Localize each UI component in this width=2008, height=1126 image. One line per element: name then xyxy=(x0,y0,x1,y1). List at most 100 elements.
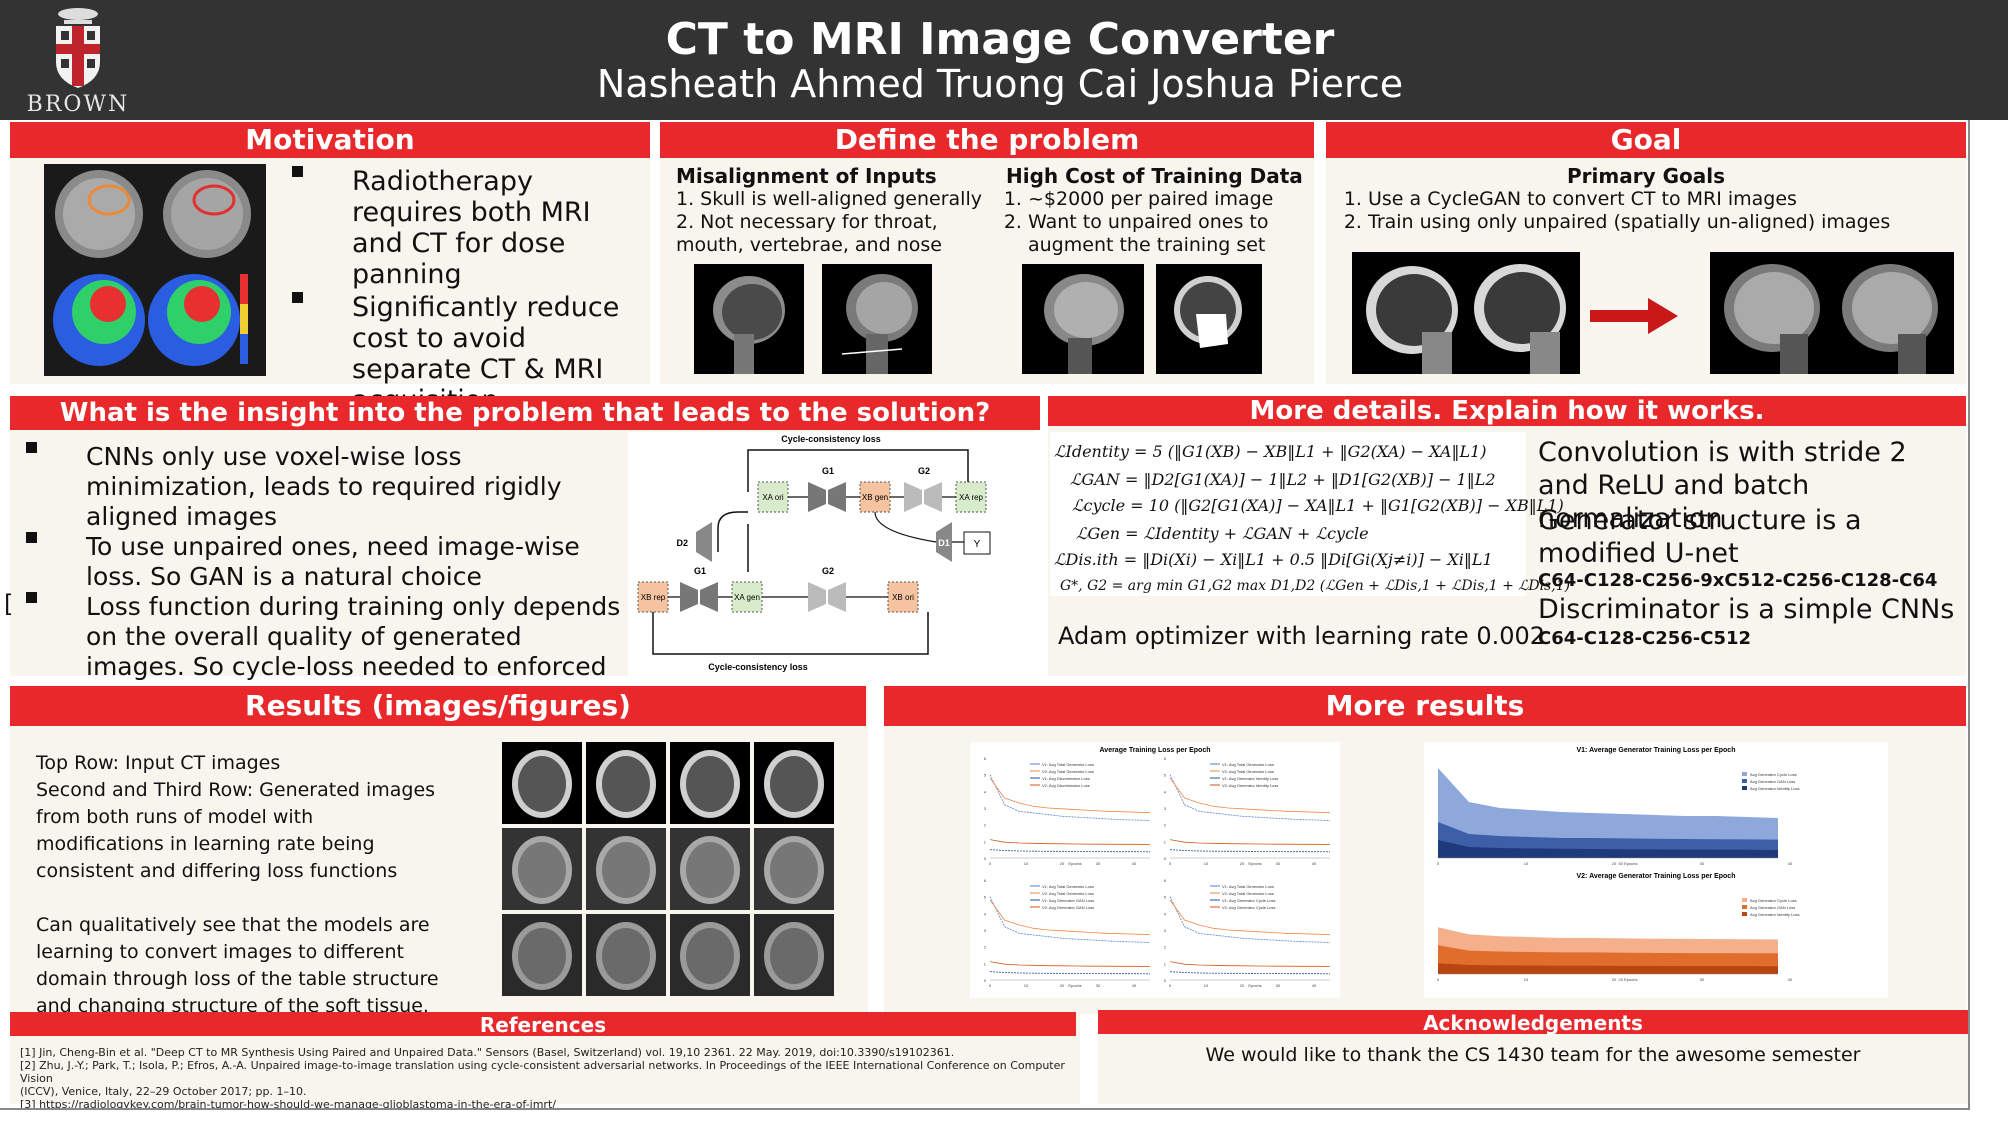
x-tick-label: 20 xyxy=(1612,861,1617,866)
y-tick-label: 3 xyxy=(1164,806,1167,811)
y-tick-label: 2 xyxy=(1164,823,1167,828)
x-tick-label: 20 xyxy=(1060,983,1065,988)
y-tick-label: 0 xyxy=(1164,856,1167,861)
y-tick-label: 5 xyxy=(1164,773,1167,778)
acknowledgements-text: We would like to thank the CS 1430 team … xyxy=(1205,1044,1861,1066)
y-tick-label: 4 xyxy=(984,911,987,916)
cost-item: ~$2000 per paired image xyxy=(1028,188,1308,211)
arrow-right-icon xyxy=(1590,298,1678,334)
optimizer-text: Adam optimizer with learning rate 0.002 xyxy=(1058,622,1546,650)
misalignment-title: Misalignment of Inputs xyxy=(676,164,937,188)
x-tick-label: 10 xyxy=(1024,983,1029,988)
loss-series-line xyxy=(989,896,1151,943)
ct-sagittal-image xyxy=(694,264,804,374)
generator-text: Generator structure is a modified U-net xyxy=(1538,505,1862,569)
x-axis-label: Epochs xyxy=(1248,983,1261,988)
result-slice-image xyxy=(670,742,750,824)
g1-lower-label: G1 xyxy=(694,566,706,576)
cyclegan-diagram: Cycle-consistency loss XA ori G1 XB gen … xyxy=(628,432,1034,676)
equations-box xyxy=(1050,432,1526,596)
loss-series-line xyxy=(989,961,1151,967)
conv-text: Convolution is with stride 2 and ReLU an… xyxy=(1538,437,1907,534)
goal-item: Train using only unpaired (spatially un-… xyxy=(1368,211,1958,234)
cost-item: Want to unpaired ones to augment the tra… xyxy=(1028,211,1308,257)
mri-sagittal-image xyxy=(822,264,932,374)
xa-ori-node xyxy=(757,481,789,513)
acknowledgements-heading: Acknowledgements xyxy=(1098,1010,1968,1035)
mri-sample-image xyxy=(1022,264,1144,374)
xb-rep-label: XB rep xyxy=(641,593,666,602)
results-line: Top Row: Input CT images xyxy=(36,752,281,774)
x-tick-label: 10 xyxy=(1204,983,1209,988)
equation-gen: ℒGen = ℒIdentity + ℒGAN + ℒcycle xyxy=(1076,524,1369,543)
goal-heading: Goal xyxy=(1326,122,1966,158)
poster-right-edge xyxy=(1968,120,1970,1110)
legend-swatch xyxy=(1742,898,1747,902)
x-tick-label: 40 xyxy=(1132,983,1137,988)
y-tick-label: 3 xyxy=(984,806,987,811)
loss-series-line xyxy=(1169,777,1331,814)
area-series-band xyxy=(1438,840,1778,858)
loss-series-line xyxy=(1169,961,1331,967)
legend-swatch xyxy=(1742,905,1747,909)
x-tick-label: 0 xyxy=(989,983,992,988)
legend-swatch xyxy=(1742,772,1747,776)
x-tick-label: 20 xyxy=(1060,861,1065,866)
y-tick-label: 6 xyxy=(1164,878,1167,883)
results-line: from both runs of model with xyxy=(36,806,314,828)
misalignment-item: 2. Not necessary for throat, mouth, vert… xyxy=(676,211,942,256)
equation-objective: G*, G2 = arg min G1,G2 max D1,D2 (ℒGen +… xyxy=(1060,578,1571,594)
xa-rep-label: XA rep xyxy=(959,493,984,502)
x-tick-label: 10 xyxy=(1524,977,1529,982)
legend-label: V2: Avg Generator Cycle Loss xyxy=(1222,905,1276,910)
x-tick-label: 20 xyxy=(1612,977,1617,982)
loss-series-line xyxy=(1169,896,1331,943)
y-tick-label: 2 xyxy=(984,945,987,950)
x-tick-label: 0 xyxy=(1169,861,1172,866)
y-tick-label: 6 xyxy=(984,756,987,761)
x-tick-label: 30 xyxy=(1276,983,1281,988)
x-tick-label: 30 xyxy=(1700,861,1705,866)
results-line: Second and Third Row: Generated images xyxy=(36,779,436,801)
y-tick-label: 5 xyxy=(984,895,987,900)
generator-arch: C64-C128-C256-9xC512-C256-C128-C64 xyxy=(1538,570,1938,591)
area-chart-title-v2: V2: Average Generator Training Loss per … xyxy=(1577,873,1736,880)
legend-label: V1: Avg Total Generator Loss xyxy=(1222,762,1274,767)
result-slice-image xyxy=(754,828,834,910)
area-series-band xyxy=(1438,963,1778,974)
references-heading: References xyxy=(10,1012,1076,1037)
xa-gen-label: XA gen xyxy=(734,593,760,602)
ct-sample-image xyxy=(1156,264,1262,374)
loss-series-line xyxy=(989,849,1151,853)
loss-series-line xyxy=(989,899,1151,936)
x-axis-label: Epochs xyxy=(1068,861,1081,866)
logo-text: BROWN xyxy=(26,92,130,117)
legend-label: V1: Avg Total Generator Loss xyxy=(1222,884,1274,889)
legend-label: Avg Generator Identity Loss xyxy=(1750,786,1800,791)
poster-authors: Nasheath Ahmed Truong Cai Joshua Pierce xyxy=(596,62,1404,106)
insight-bullet: To use unpaired ones, need image-wise lo… xyxy=(22,532,622,592)
legend-label: V1: Avg Total Generator Loss xyxy=(1042,762,1094,767)
legend-label: Avg Generator GAN Loss xyxy=(1750,905,1795,910)
x-tick-label: 30 xyxy=(1096,983,1101,988)
loss-series-line xyxy=(989,777,1151,814)
goal-item: Use a CycleGAN to convert CT to MRI imag… xyxy=(1368,188,1958,211)
insight-bullet: CNNs only use voxel-wise loss minimizati… xyxy=(22,442,622,532)
result-slice-image xyxy=(754,742,834,824)
y-tick-label: 2 xyxy=(1164,945,1167,950)
y-tick-label: 1 xyxy=(984,839,987,844)
y-tick-label: 0 xyxy=(984,978,987,983)
legend-label: V2: Avg Total Generator Loss xyxy=(1042,891,1094,896)
insight-bullets: CNNs only use voxel-wise loss minimizati… xyxy=(22,442,622,712)
poster-bottom-edge xyxy=(0,1108,1970,1110)
x-tick-label: 40 xyxy=(1788,861,1793,866)
x-tick-label: 20 xyxy=(1240,861,1245,866)
equation-dis: ℒDis.ith = ‖Di(Xi) − Xi‖L1 + 0.5 ‖Di[Gi(… xyxy=(1054,550,1493,569)
result-slice-image xyxy=(670,914,750,996)
results-line: domain through loss of the table structu… xyxy=(36,968,439,990)
cost-title: High Cost of Training Data xyxy=(1006,164,1303,188)
insight-heading: What is the insight into the problem tha… xyxy=(10,396,1040,430)
loss-series-line xyxy=(1169,839,1331,845)
motivation-bullets: Radiotherapy requires both MRI and CT fo… xyxy=(288,166,648,416)
x-axis-label: 20 Epochs xyxy=(1619,977,1638,982)
